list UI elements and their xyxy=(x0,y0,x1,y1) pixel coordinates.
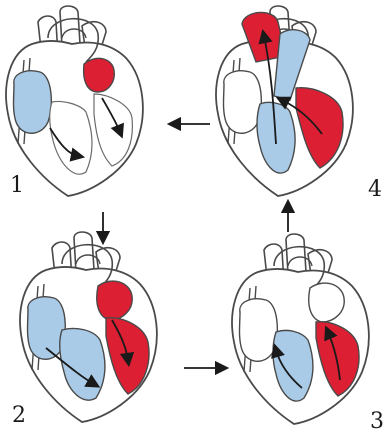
left-atrium xyxy=(84,58,115,92)
stage-2-heart xyxy=(20,232,157,422)
stage-3-heart xyxy=(232,234,369,424)
stage-label-4: 4 xyxy=(368,177,382,202)
right-atrium xyxy=(224,71,262,134)
stage-label-1: 1 xyxy=(10,173,24,198)
right-atrium xyxy=(14,71,52,134)
stage-4-heart xyxy=(216,6,353,196)
stage-label-3: 3 xyxy=(370,409,384,434)
right-atrium xyxy=(240,299,278,362)
stage-1-heart xyxy=(6,6,143,196)
stage-label-2: 2 xyxy=(12,403,26,428)
